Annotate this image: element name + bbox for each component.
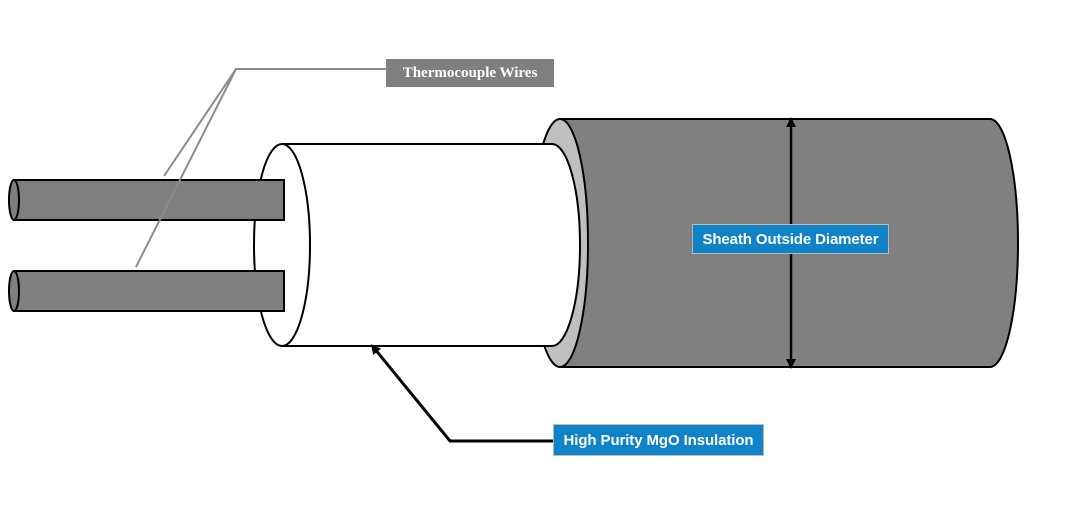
wire-bottom-body bbox=[13, 270, 285, 312]
insulation-end-face bbox=[253, 143, 311, 347]
insulation-leader-arrow bbox=[370, 344, 553, 443]
insulation-body bbox=[281, 143, 581, 347]
thermocouple-wire-bottom bbox=[8, 270, 285, 312]
mgo-insulation bbox=[253, 143, 581, 347]
sheath-outside-diameter-label: Sheath Outside Diameter bbox=[692, 224, 889, 254]
wire-top-end bbox=[8, 179, 20, 221]
wire-bottom-end bbox=[8, 270, 20, 312]
thermocouple-wire-top bbox=[8, 179, 285, 221]
thermocouple-wires-label: Thermocouple Wires bbox=[386, 59, 554, 87]
mgo-insulation-label: High Purity MgO Insulation bbox=[553, 424, 764, 456]
wires-leader bbox=[135, 68, 386, 268]
wires-leader-line-bottom bbox=[135, 68, 237, 268]
wire-top-body bbox=[13, 179, 285, 221]
